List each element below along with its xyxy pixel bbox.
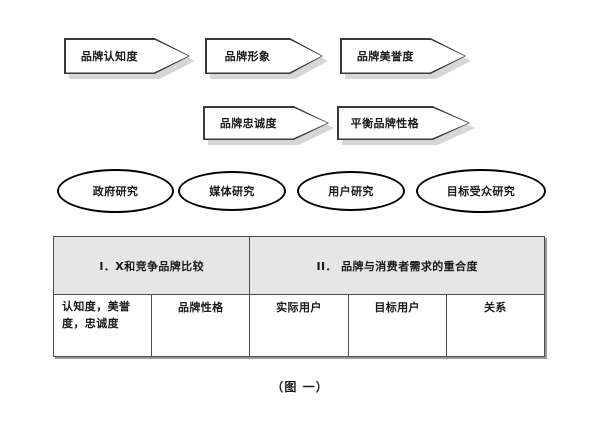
table-cell-target-users: 目标用户 [347, 294, 447, 357]
table-row: 认知度，美誉度，忠诚度 品牌性格 实际用户 目标用户 关系 [52, 294, 546, 357]
research-ellipse-government[interactable]: 政府研究 [57, 169, 174, 213]
table-cell-awareness-reputation-loyalty: 认知度，美誉度，忠诚度 [52, 294, 153, 357]
table-cell-brand-personality: 品牌性格 [151, 294, 251, 357]
flow-arrow-label: 品牌美誉度 [356, 50, 414, 63]
table-header-row: I．X和竞争品牌比较 II． 品牌与消费者需求的重合度 [52, 236, 545, 295]
flow-arrow-row2-1[interactable]: 品牌忠诚度 [203, 106, 334, 145]
research-ellipse-label: 媒体研究 [209, 185, 255, 198]
research-ellipse-target-audience[interactable]: 目标受众研究 [416, 169, 546, 213]
flow-arrow-label: 品牌形象 [224, 50, 271, 63]
flow-arrow-label: 品牌忠诚度 [219, 117, 277, 130]
flow-arrow-label: 平衡品牌性格 [350, 117, 420, 130]
comparison-matrix-table: I．X和竞争品牌比较 II． 品牌与消费者需求的重合度 认知度，美誉度，忠诚度 … [52, 236, 546, 357]
flow-arrow-row1-3[interactable]: 品牌美誉度 [340, 38, 471, 79]
flow-arrow-label: 品牌认知度 [80, 50, 138, 63]
figure-caption: （图 一） [271, 380, 329, 394]
flow-arrow-row2-2[interactable]: 平衡品牌性格 [337, 106, 475, 145]
research-ellipse-label: 目标受众研究 [446, 185, 516, 198]
table-cell-actual-users: 实际用户 [249, 294, 349, 357]
flow-arrow-row1-2[interactable]: 品牌形象 [205, 38, 328, 79]
research-ellipse-user[interactable]: 用户研究 [297, 171, 405, 211]
table-header-cell-1: I．X和竞争品牌比较 [52, 236, 251, 295]
table-header-cell-2: II． 品牌与消费者需求的重合度 [249, 236, 545, 295]
research-ellipse-media[interactable]: 媒体研究 [178, 171, 286, 211]
research-ellipse-label: 用户研究 [328, 185, 374, 198]
flow-arrow-row1-1[interactable]: 品牌认知度 [64, 38, 195, 79]
table-cell-relationship: 关系 [445, 294, 546, 357]
research-ellipse-label: 政府研究 [92, 185, 139, 198]
